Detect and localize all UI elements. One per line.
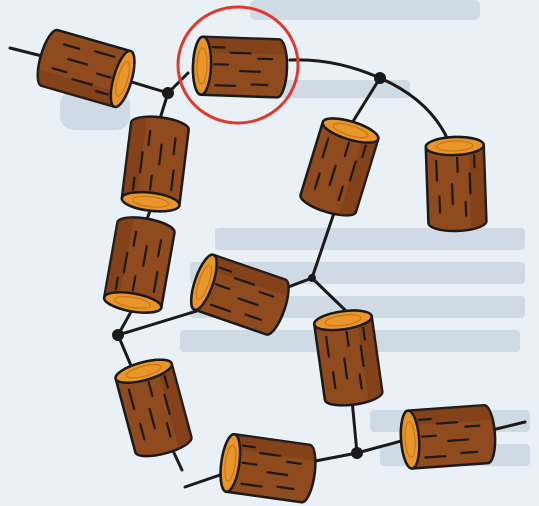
top-row-log-1	[31, 26, 141, 111]
junction-node-center	[308, 274, 316, 282]
bottom-left-log	[216, 431, 320, 505]
junction-nodes	[112, 72, 386, 459]
center-right-log	[311, 306, 385, 410]
left-chain-log-3	[112, 353, 195, 463]
right-top-log	[424, 134, 488, 234]
top-row-log-2	[190, 35, 290, 99]
bottom-right-log	[397, 403, 499, 471]
left-chain-log-2	[101, 212, 178, 318]
junction-node-top-left	[162, 87, 174, 99]
junction-node-left	[112, 329, 124, 341]
junction-node-top-right	[374, 72, 386, 84]
junction-node-bottom	[351, 447, 363, 459]
left-chain-log-1	[119, 112, 192, 216]
center-top-log	[296, 112, 383, 222]
highlight-ring	[176, 5, 300, 125]
